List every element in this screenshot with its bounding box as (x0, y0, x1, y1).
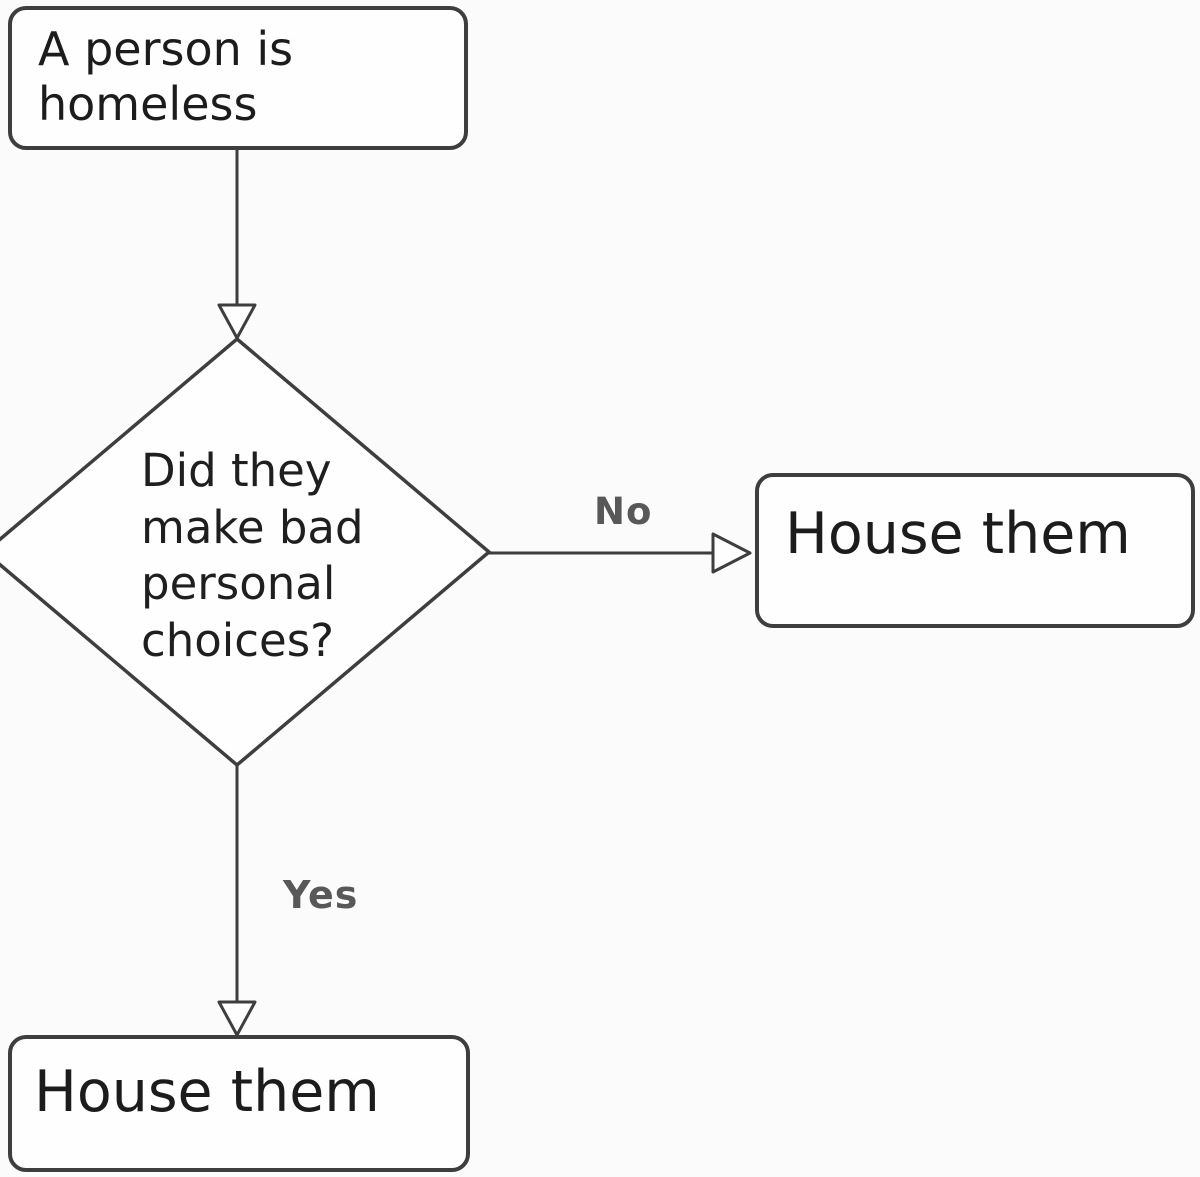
node-decision-label: Did they make bad personal choices? (141, 444, 364, 668)
node-start: A person is homeless (8, 6, 468, 150)
node-outcome-no: House them (755, 473, 1195, 628)
arrowhead-right (711, 532, 752, 574)
edge-label-yes: Yes (283, 873, 359, 917)
node-outcome-yes: House them (8, 1035, 470, 1172)
arrowhead-down-bottom (217, 1000, 257, 1037)
edge-label-no: No (594, 490, 653, 533)
arrowhead-down-top (217, 303, 257, 340)
